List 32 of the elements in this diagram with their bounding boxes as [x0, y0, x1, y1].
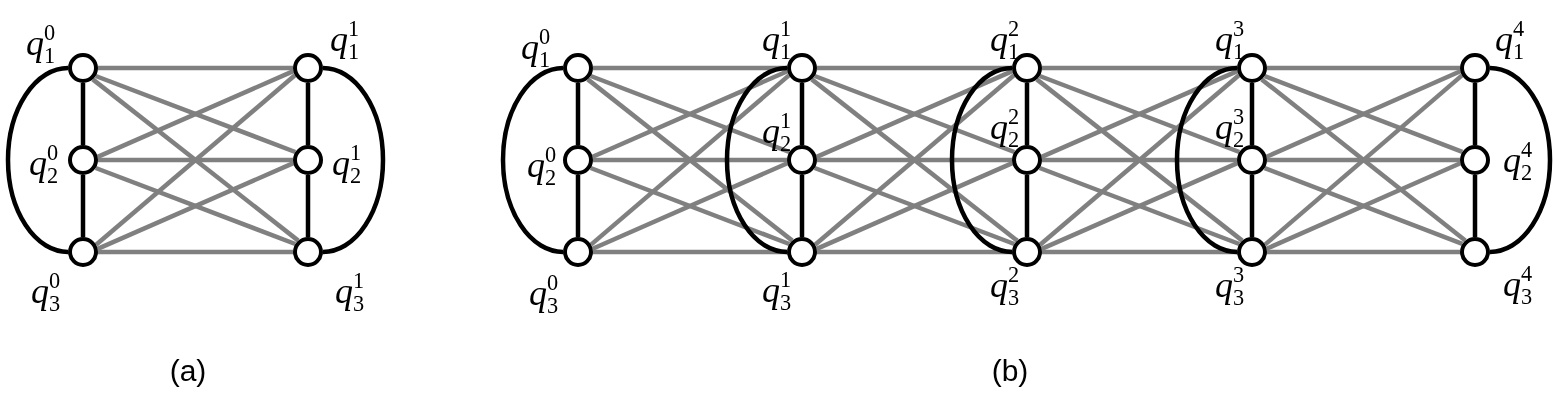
- edge-line: [1249, 175, 1255, 237]
- edge-line: [305, 83, 311, 145]
- edge-line: [1472, 175, 1478, 237]
- edge-line: [593, 157, 787, 163]
- curved-edge: [500, 65, 564, 255]
- curved-edge: [724, 65, 788, 255]
- curved-edge: [1174, 65, 1238, 255]
- edge-line: [817, 157, 1012, 163]
- edge-line: [575, 175, 581, 237]
- subfigure-label: (b): [991, 353, 1029, 387]
- edge-line: [98, 157, 293, 163]
- edge-line: [98, 249, 293, 255]
- edge-line: [799, 83, 805, 145]
- edge-line: [1024, 83, 1030, 145]
- edge-line: [799, 175, 805, 237]
- curved-edge: [322, 65, 386, 255]
- edge-line: [80, 83, 86, 145]
- edge-line: [1267, 249, 1460, 255]
- edge-line: [1042, 157, 1237, 163]
- edge-line: [1267, 157, 1460, 163]
- edge-line: [98, 65, 293, 71]
- edge-line: [1267, 65, 1460, 71]
- edge-line: [1249, 83, 1255, 145]
- edge-line: [80, 175, 86, 237]
- edge-line: [1472, 83, 1478, 145]
- subfigure-label: (a): [169, 353, 207, 387]
- edge-line: [575, 83, 581, 145]
- edge-line: [1024, 175, 1030, 237]
- curved-edge: [5, 65, 69, 255]
- curved-edge: [949, 65, 1013, 255]
- edge-line: [305, 175, 311, 237]
- curved-edge: [1489, 65, 1553, 255]
